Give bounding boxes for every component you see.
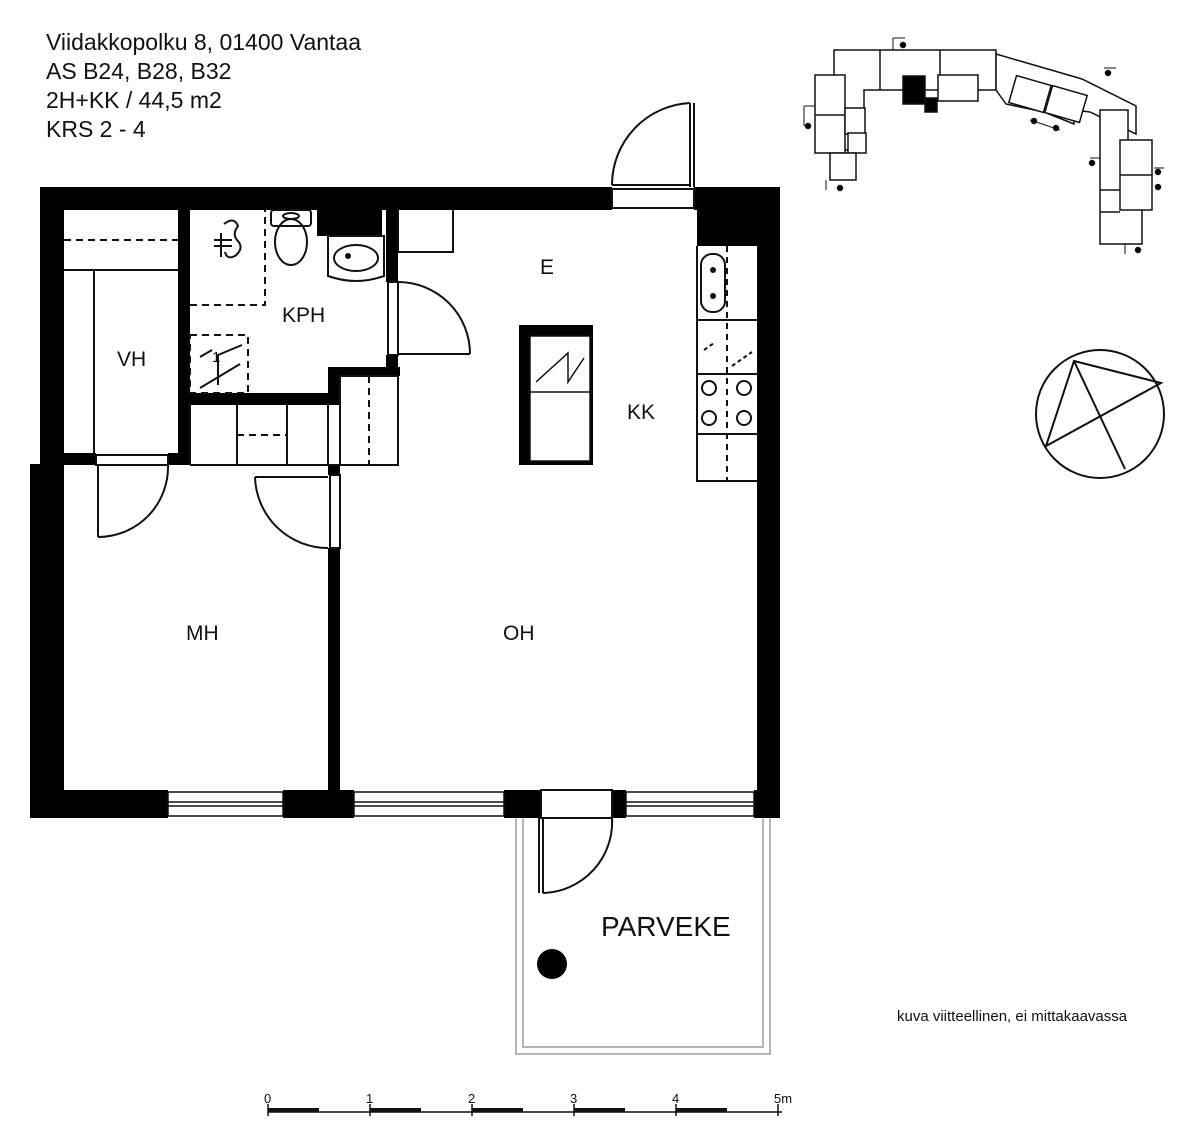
shower-icon [214,219,242,259]
room-label-kk: KK [627,401,655,424]
floors-text: KRS 2 - 4 [46,116,146,142]
shower-area [190,210,266,306]
wall-kph-step-v [328,367,340,405]
wall-west-upper [40,187,64,467]
entrance-door [610,102,695,209]
stove-icon [701,380,752,426]
wall-vh-south-b [168,453,190,465]
window-mh [167,791,284,817]
window-kk [625,791,755,817]
wall-north-west [40,187,612,210]
plan-header: Viidakkopolku 8, 01400 Vantaa AS B24, B2… [46,28,361,144]
wall-vh-east [178,210,190,465]
wall-south-2 [283,790,354,818]
room-label-kph: KPH [282,304,325,327]
room-label-e: E [540,256,554,279]
wall-south-5 [754,790,780,818]
kitchen-counter [696,246,757,482]
wall-kph-step-h [328,367,400,376]
scale-tick-1: 1 [366,1091,373,1106]
dishwasher-icon [703,342,753,367]
wall-kph-south [190,393,340,405]
north-arrow-icon [1035,349,1165,479]
interior-walls [64,210,400,790]
wall-west-lower [30,464,64,818]
scale-bar: 0 1 2 3 4 5m [264,1091,792,1116]
doors [95,102,695,894]
wall-vh-south-a [64,453,96,465]
wall-ne-corner [697,210,757,246]
sink-icon [327,235,385,282]
balcony-drain [537,949,567,979]
exterior-walls [30,187,780,818]
balcony [515,818,771,1055]
wall-mh-oh [328,548,340,790]
balcony-door [538,789,614,894]
room-label-vh: VH [117,348,146,371]
apartments-text: AS B24, B28, B32 [46,58,232,84]
wall-south-1 [30,790,168,818]
wall-south-4 [612,790,626,818]
bathroom-fixtures [189,209,385,394]
toilet-icon [270,209,312,266]
washer-label: 1 [212,349,220,366]
wall-kph-east-bottom [386,355,398,376]
disclaimer-text: kuva viitteellinen, ei mittakaavassa [897,1008,1128,1025]
scale-tick-0: 0 [264,1091,271,1106]
kitchen-sink-icon [700,253,726,313]
layout-area-text: 2H+KK / 44,5 m2 [46,87,222,113]
windows [167,791,755,817]
storage-cabinets [236,375,399,466]
address-text: Viidakkopolku 8, 01400 Vantaa [46,29,362,55]
scale-tick-2: 2 [468,1091,475,1106]
scale-tick-4: 4 [672,1091,679,1106]
shaft-block [317,210,382,236]
fridge-unit [519,325,593,465]
unit-highlight [902,75,926,105]
building-key-plan [803,37,1164,254]
room-label-oh: OH [503,622,535,645]
wardrobe [64,239,178,453]
wall-east [757,187,780,818]
scale-tick-5: 5m [774,1091,792,1106]
washer-icon [189,334,249,394]
room-label-mh: MH [186,622,219,645]
mh-door [254,474,341,549]
window-oh [353,791,505,817]
vh-door [95,454,170,538]
room-label-parveke: PARVEKE [601,911,731,942]
wall-mh-top-stub [328,465,340,475]
scale-tick-3: 3 [570,1091,577,1106]
bathroom-door [387,281,471,356]
partition-lines [189,376,399,466]
wall-south-3 [504,790,541,818]
wall-kph-east-top [386,210,398,282]
entry-cabinet [397,210,454,253]
